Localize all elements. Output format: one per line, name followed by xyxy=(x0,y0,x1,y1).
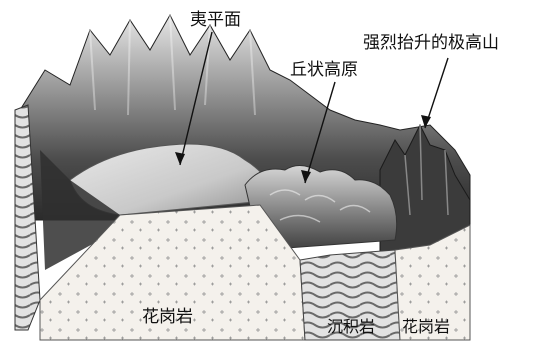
arrow-uplifted-mountains xyxy=(421,58,448,128)
label-uplifted-mountains: 强烈抬升的极高山 xyxy=(363,33,499,53)
label-hilly-plateau: 丘状高原 xyxy=(290,60,358,80)
label-granite-right: 花岗岩 xyxy=(402,317,450,336)
label-sedimentary-rock: 沉积岩 xyxy=(327,317,375,336)
label-peneplain: 夷平面 xyxy=(190,10,241,30)
label-granite-left: 花岗岩 xyxy=(142,307,193,327)
